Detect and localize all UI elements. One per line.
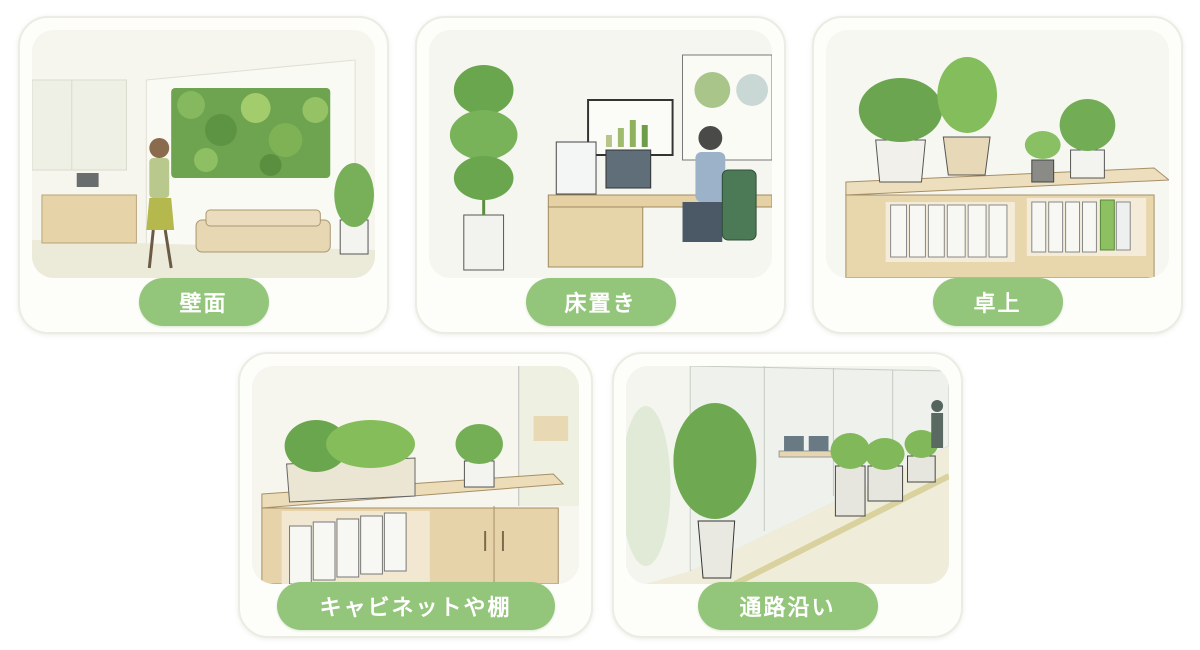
cabinet-scene-illustration bbox=[252, 366, 579, 584]
placement-label-floor[interactable]: 床置き bbox=[525, 278, 676, 326]
floor-scene-illustration bbox=[429, 30, 772, 278]
wall-scene-illustration bbox=[32, 30, 375, 278]
placement-label-cabinet[interactable]: キャビネットや棚 bbox=[276, 582, 555, 630]
desk-scene-illustration bbox=[826, 30, 1169, 278]
aisle-scene-illustration bbox=[626, 366, 949, 584]
card-desk: 卓上 bbox=[812, 16, 1183, 334]
card-floor: 床置き bbox=[415, 16, 786, 334]
card-cabinet: キャビネットや棚 bbox=[238, 352, 593, 638]
placement-label-wall[interactable]: 壁面 bbox=[138, 278, 269, 326]
card-wall: 壁面 bbox=[18, 16, 389, 334]
card-aisle: 通路沿い bbox=[612, 352, 963, 638]
placement-label-aisle[interactable]: 通路沿い bbox=[697, 582, 878, 630]
placement-label-desk[interactable]: 卓上 bbox=[932, 278, 1063, 326]
